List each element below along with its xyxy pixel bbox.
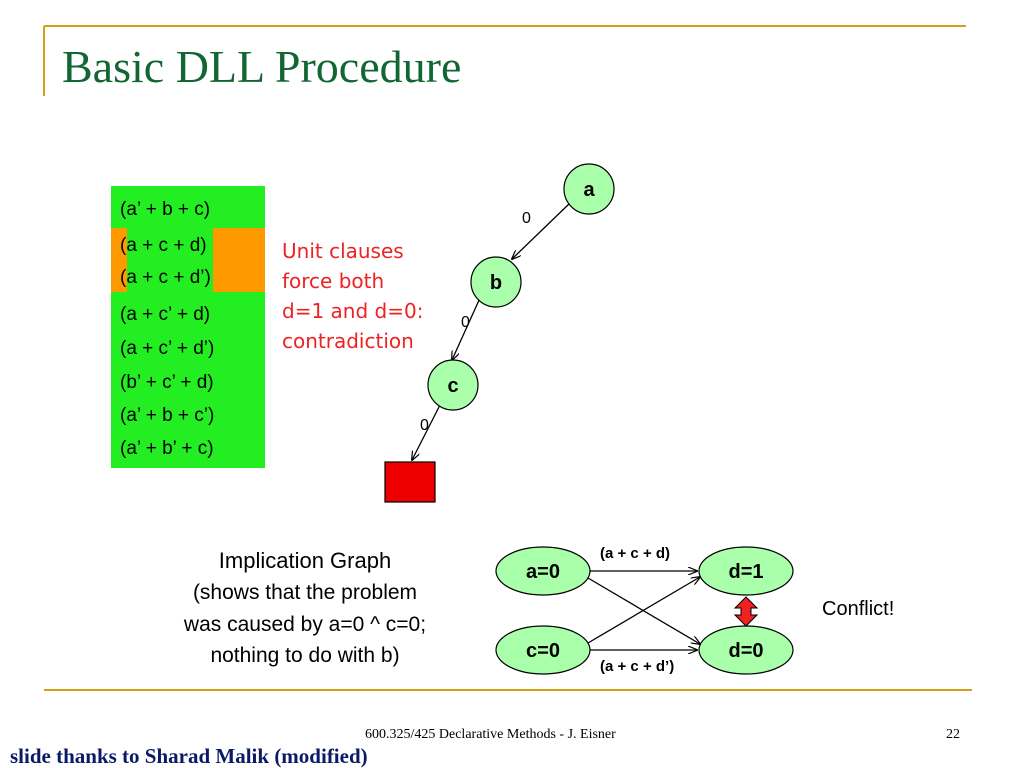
ig-edge-a0-d0 — [587, 577, 700, 644]
implication-graph-title: Implication Graph — [218, 548, 392, 573]
assigned-literals-highlight — [127, 228, 213, 292]
page-number: 22 — [946, 727, 960, 742]
note-line-2: force both — [282, 269, 385, 293]
clause-8: (a’ + b’ + c) — [120, 438, 214, 459]
ig-node-a0-label: a=0 — [526, 561, 560, 583]
ig-node-d1-label: d=1 — [728, 561, 764, 583]
tree-edge-label-3: 0 — [420, 417, 429, 434]
note-line-1: Unit clauses — [282, 239, 404, 263]
tree-node-c — [427, 359, 479, 411]
unit-clause-note: Unit clauses force both d=1 and d=0: con… — [282, 236, 423, 356]
tree-node-c-label: c — [447, 375, 459, 397]
note-line-4: contradiction — [282, 329, 414, 353]
clause-1: (a’ + b + c) — [120, 199, 211, 220]
ig-edge-label-top: (a + c + d) — [600, 545, 671, 562]
caption-line-1: (shows that the problem — [192, 581, 418, 604]
tree-node-b-label: b — [489, 272, 503, 294]
tree-edge-label-2: 0 — [461, 314, 470, 331]
ig-node-c0-label: c=0 — [526, 640, 560, 662]
tree-edge-c-leaf — [412, 404, 441, 460]
clause-3: (a + c + d’) — [120, 267, 211, 288]
tree-node-b — [470, 256, 522, 308]
caption-line-2: was caused by a=0 ^ c=0; — [183, 613, 427, 636]
footer-course: 600.325/425 Declarative Methods - J. Eis… — [365, 727, 616, 742]
conflict-label: Conflict! — [822, 598, 895, 620]
tree-edge-b-c — [452, 297, 481, 360]
ig-edge-label-bottom: (a + c + d’) — [600, 658, 675, 675]
caption-line-3: nothing to do with b) — [210, 644, 400, 667]
ig-node-a0 — [495, 546, 591, 596]
clause-5: (a + c’ + d’) — [120, 338, 215, 359]
clause-4: (a + c’ + d) — [120, 304, 211, 325]
ig-edge-c0-d1 — [587, 577, 700, 644]
slide-title: Basic DLL Procedure — [62, 41, 462, 92]
tree-node-a — [563, 163, 615, 215]
conflict-leaf — [384, 461, 436, 503]
slide-credit: slide thanks to Sharad Malik (modified) — [10, 744, 368, 768]
ig-node-d0-label: d=0 — [728, 640, 764, 662]
conflict-arrow — [733, 596, 759, 627]
ig-node-d1 — [698, 546, 794, 596]
clause-6: (b’ + c’ + d) — [120, 372, 214, 393]
note-line-3: d=1 and d=0: — [282, 299, 424, 323]
ig-node-c0 — [495, 625, 591, 675]
clause-2: (a + c + d) — [120, 235, 207, 256]
tree-node-a-label: a — [583, 179, 595, 201]
tree-edge-a-b — [512, 202, 571, 259]
tree-edge-label-1: 0 — [522, 210, 531, 227]
clause-7: (a’ + b + c’) — [120, 405, 215, 426]
